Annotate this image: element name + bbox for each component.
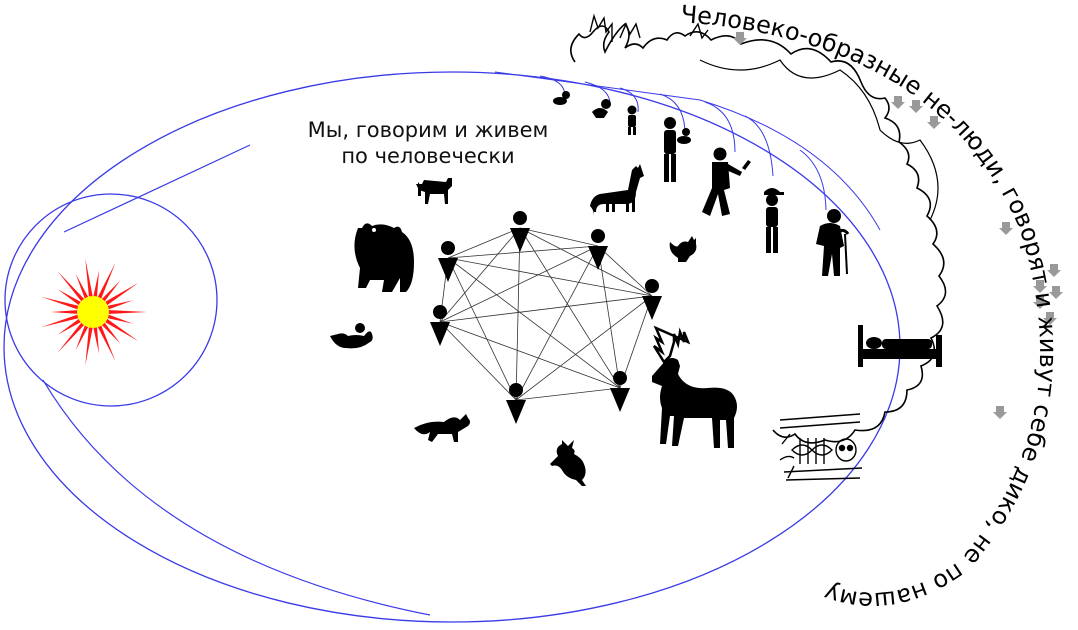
boy-with-cap-icon <box>764 188 784 253</box>
sun-core <box>77 296 109 328</box>
network-link <box>448 258 620 388</box>
skeleton-icon <box>780 414 862 480</box>
duck-icon <box>330 323 373 348</box>
llama-icon <box>590 164 644 216</box>
network-link <box>520 228 598 246</box>
network-link <box>598 246 620 388</box>
person-node-icon <box>438 241 458 282</box>
hare-icon <box>550 440 586 486</box>
person-node-icon <box>430 305 450 346</box>
network-link <box>440 322 516 400</box>
baby-icon <box>553 91 570 105</box>
network-link <box>516 246 598 400</box>
network-link <box>516 228 520 400</box>
tangent-line-lower <box>43 380 430 615</box>
inner-caption-line1: Мы, говорим и живем <box>308 118 549 142</box>
grey-arrow-icon <box>993 406 1007 419</box>
person-node-icon <box>510 211 530 252</box>
wild-border-contour <box>571 24 946 443</box>
person-node-icon <box>588 229 608 270</box>
network-link <box>440 322 620 388</box>
inner-caption-line2: по человечески <box>341 144 514 168</box>
outer-caption: Человеко-образные не-люди, говорят и жив… <box>680 0 1062 615</box>
lifecycle-tick-7 <box>800 150 826 210</box>
wild-border <box>571 16 1063 443</box>
child-icon <box>628 106 637 136</box>
toddler-icon <box>592 99 611 118</box>
walking-man-icon <box>702 148 751 217</box>
man-with-baby-icon <box>664 117 691 182</box>
bear-icon <box>354 223 414 292</box>
grey-arrow-icon <box>891 96 905 109</box>
network-link <box>516 388 620 400</box>
lifecycle-line <box>495 72 880 230</box>
tangent-line-upper <box>64 145 250 232</box>
fox-icon <box>414 414 470 442</box>
deer-icon <box>652 328 737 448</box>
people-network <box>430 211 662 424</box>
elder-with-cane-icon <box>816 209 848 276</box>
sun-icon <box>41 259 147 366</box>
network-link <box>520 228 652 296</box>
network-link <box>516 296 652 400</box>
dog-icon <box>416 178 452 204</box>
sun-circle <box>5 194 217 406</box>
network-link <box>440 296 652 322</box>
network-link <box>440 228 520 322</box>
person-node-icon <box>506 383 526 424</box>
squirrel-icon <box>670 236 697 262</box>
animals <box>330 164 737 486</box>
network-link <box>598 246 652 296</box>
person-node-icon <box>642 279 662 320</box>
